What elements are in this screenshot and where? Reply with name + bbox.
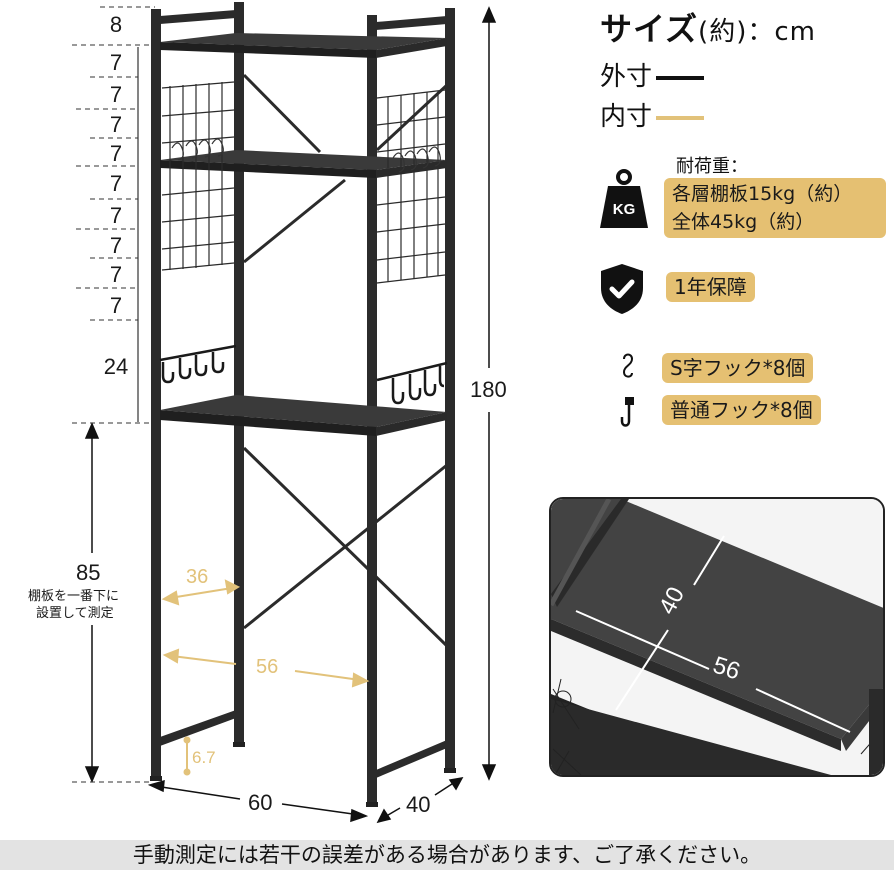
- normal-hook-badge: 普通フック*8個: [662, 395, 821, 425]
- wire-grid-left: [161, 81, 235, 271]
- shelf-closeup-inset: 40 56: [549, 497, 885, 777]
- segment-label-9: 7: [109, 293, 123, 318]
- measurement-disclaimer: 手動測定には若干の誤差がある場合があります、ご了承ください。: [0, 840, 894, 870]
- cross-braces: [242, 73, 449, 648]
- segment-label-2: 7: [109, 82, 123, 107]
- load-per-shelf: 各層棚板15kg（約）: [672, 183, 853, 205]
- warranty-badge: 1年保障: [666, 272, 755, 302]
- size-title: サイズ: [600, 10, 699, 48]
- shelf-closeup-drawing: [551, 499, 883, 775]
- segment-label-6: 7: [109, 203, 123, 228]
- load-heading: 耐荷重：: [676, 156, 748, 177]
- inner-width-label: 56: [256, 656, 279, 678]
- outer-dimension-label: 外寸: [600, 62, 653, 92]
- inner-dimension-arrows: [161, 579, 370, 776]
- segment-label-3: 7: [109, 112, 123, 137]
- segment-label-1: 7: [109, 50, 123, 75]
- foot-height-label: 6.7: [192, 748, 216, 767]
- outer-base-arrows: [147, 777, 464, 824]
- shelf-boards: [160, 33, 447, 436]
- outer-line-swatch: [656, 75, 705, 80]
- segment-label-7: 7: [109, 233, 123, 258]
- inner-line-swatch: [656, 115, 705, 120]
- weight-kg-icon: KG: [600, 169, 648, 228]
- size-legend-title: サイズ(約)：cm: [600, 4, 816, 50]
- wire-grid-right: [376, 89, 446, 284]
- inner-depth-label: 36: [186, 566, 209, 588]
- s-hooks: [171, 138, 441, 173]
- size-unit: (約)：cm: [698, 17, 816, 47]
- segment-label-top: 8: [109, 12, 123, 37]
- inner-dimension-label: 内寸: [600, 102, 653, 132]
- j-hook-icon: [620, 397, 634, 427]
- bottom-rails: [160, 710, 447, 778]
- height-segment-guides: [72, 6, 155, 783]
- segment-label-5: 7: [109, 171, 123, 196]
- total-height-arrow: [481, 6, 497, 781]
- s-hook-badge: S字フック*8個: [662, 353, 814, 383]
- legend-inner: 内寸: [600, 96, 705, 133]
- load-capacity-badge: 各層棚板15kg（約） 全体45kg（約）: [664, 178, 886, 238]
- s-hook-icon: [622, 353, 634, 378]
- lower-height-label: 85: [76, 560, 101, 585]
- outer-width-label: 60: [248, 790, 273, 815]
- hook-rails: [159, 344, 448, 405]
- segment-label-8: 7: [109, 262, 123, 287]
- load-total: 全体45kg（約）: [672, 211, 815, 233]
- segment-label-bottom: 24: [103, 354, 129, 379]
- outer-depth-label: 40: [406, 792, 431, 817]
- lower-height-note-1: 棚板を一番下に: [28, 588, 120, 603]
- shelf-feet: [150, 742, 456, 807]
- total-height-label: 180: [470, 377, 507, 402]
- lower-height-arrow: [84, 422, 100, 783]
- weight-icon-text: KG: [613, 201, 636, 218]
- segment-label-4: 7: [109, 141, 123, 166]
- lower-height-note-2: 設置して測定: [36, 605, 114, 620]
- shield-check-icon: [601, 264, 643, 314]
- legend-outer: 外寸: [600, 56, 705, 93]
